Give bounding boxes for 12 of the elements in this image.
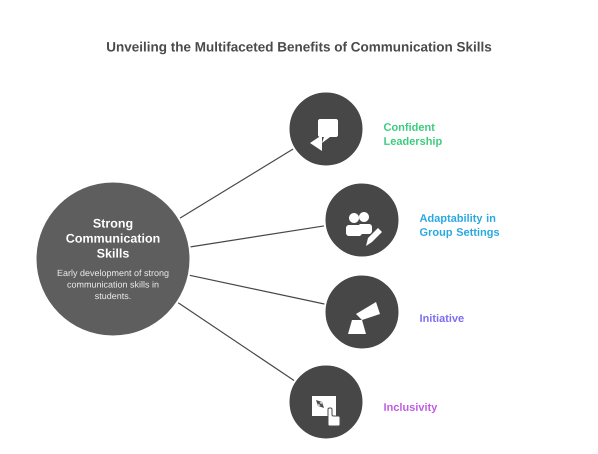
- connector-line: [190, 225, 324, 248]
- circle-node: Strong Communication Skills Early development of strong communication skills in students.: [36, 182, 190, 336]
- connector-line: [178, 302, 294, 382]
- title: Unveiling the Multifaceted Benefits of Communication Skills: [107, 42, 492, 54]
- node-label: Adaptability in Group Settings: [420, 214, 500, 238]
- node-label: Confident Leadership: [384, 122, 442, 148]
- icon-circle: [324, 274, 400, 350]
- node-label: Inclusivity: [384, 402, 438, 414]
- icon-circle: [288, 92, 364, 166]
- node-label: Initiative: [420, 314, 464, 322]
- connector-line: [190, 274, 324, 305]
- connector-line: [180, 148, 294, 219]
